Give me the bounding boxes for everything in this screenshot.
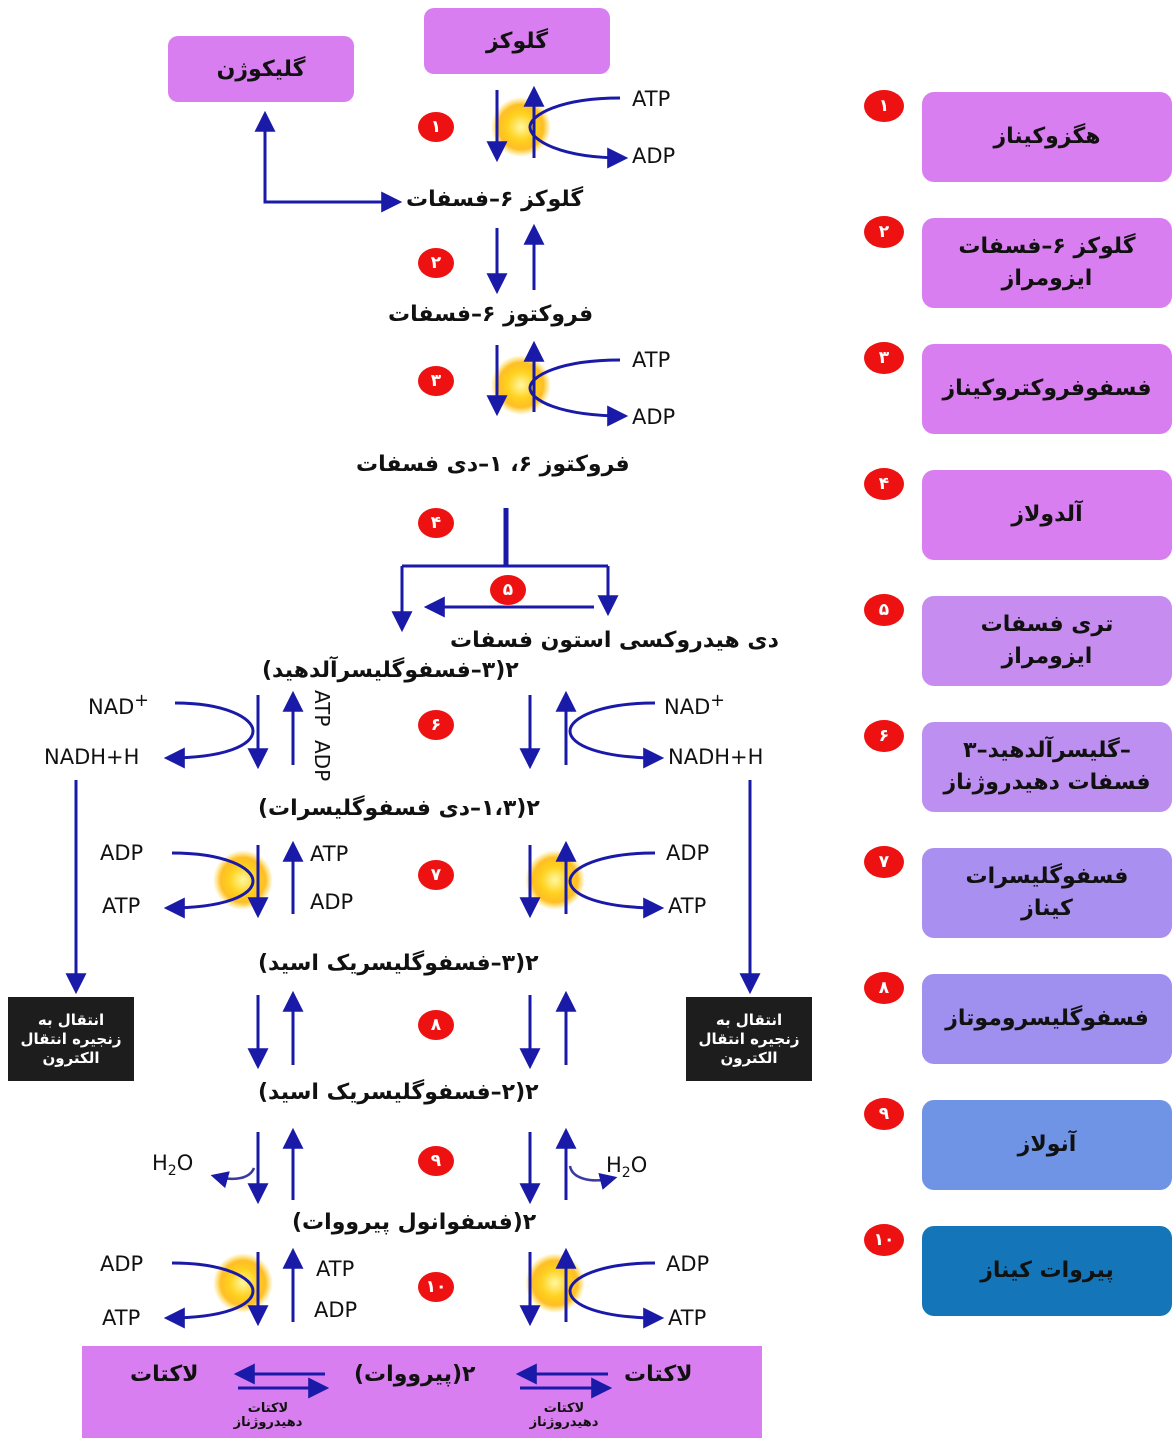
adp-label: ADP [100, 1252, 144, 1276]
adp-label: ADP [100, 841, 144, 865]
water-label-right: H2O [606, 1153, 648, 1182]
step-badge-3: ۳ [418, 366, 454, 396]
adp-label: ADP [666, 1252, 710, 1276]
lactate-right: لاکتات [624, 1362, 693, 1387]
enzyme-step-badge-7: ۷ [864, 846, 904, 878]
enzyme-box-8: فسفوگلیسروموتاز [922, 974, 1172, 1064]
atp-label: ATP [316, 1257, 355, 1281]
adp-label: ADP [632, 405, 676, 429]
enzyme-step-badge-10: ۱۰ [864, 1224, 904, 1256]
enzyme-step-badge-6: ۶ [864, 720, 904, 752]
electron-transport-box-right: انتقال به زنجیره انتقال الکترون [686, 997, 812, 1081]
atp-label: ATP [102, 894, 141, 918]
enzyme-step-badge-3: ۳ [864, 342, 904, 374]
atp-label: ATP [632, 87, 671, 111]
adp-vertical-label: ADP [310, 740, 334, 782]
pg3-label: ۲(۳–فسفوگلیسریک اسید) [258, 951, 539, 976]
enzyme-box-6: گلیسرآلدهید–۳– فسفات دهیدروژناز [922, 722, 1172, 812]
dhap-label: دی هیدروکسی استون فسفات [450, 628, 779, 653]
atp-label: ATP [632, 348, 671, 372]
step-badge-6: ۶ [418, 710, 454, 740]
sun-icon [525, 850, 585, 910]
atp-vertical-label: ATP [310, 690, 334, 727]
atp-label: ATP [310, 842, 349, 866]
step-badge-2: ۲ [418, 248, 454, 278]
nad-label-left: NAD+ [88, 691, 149, 719]
pyruvate-label: ۲(پیرووات) [354, 1362, 476, 1387]
step-badge-10: ۱۰ [418, 1272, 454, 1302]
step-badge-8: ۸ [418, 1010, 454, 1040]
pyruvate-lactate-panel [82, 1346, 762, 1438]
enzyme-step-badge-2: ۲ [864, 216, 904, 248]
step-badge-7: ۷ [418, 860, 454, 890]
adp-label: ADP [666, 841, 710, 865]
ldh-label-left: لاکتات دهیدروژناز [233, 1401, 303, 1430]
step-badge-9: ۹ [418, 1146, 454, 1176]
glycogen-box: گلیکوژن [168, 36, 354, 102]
enzyme-box-1: هگزوکیناز [922, 92, 1172, 182]
step-badge-4: ۴ [418, 508, 454, 538]
reaction-arrows [65, 85, 761, 1329]
adp-label: ADP [314, 1298, 358, 1322]
atp-label: ATP [102, 1306, 141, 1330]
pep-label: ۲(فسفوانول پیرووات) [292, 1210, 537, 1235]
atp-label: ATP [668, 1306, 707, 1330]
f16bp-label: فروکتوز ۶، ۱–دی فسفات [356, 452, 630, 477]
adp-label: ADP [310, 890, 354, 914]
enzyme-box-10: پیروات کیناز [922, 1226, 1172, 1316]
lactate-left: لاکتات [130, 1362, 199, 1387]
ldh-label-right: لاکتات دهیدروژناز [529, 1401, 599, 1430]
nadh-label-right: NADH+H [668, 745, 764, 769]
nadh-label-left: NADH+H [44, 745, 140, 769]
g3p-label: ۲(۳–فسفوگلیسرآلدهید) [262, 658, 519, 683]
electron-transport-box-left: انتقال به زنجیره انتقال الکترون [8, 997, 134, 1081]
enzyme-step-badge-1: ۱ [864, 90, 904, 122]
g6p-label: گلوکز ۶–فسفات [406, 187, 584, 212]
adp-label: ADP [632, 144, 676, 168]
atp-label: ATP [668, 894, 707, 918]
step-badge-1: ۱ [418, 112, 454, 142]
f6p-label: فروکتوز ۶–فسفات [388, 302, 594, 327]
enzyme-box-4: آلدولاز [922, 470, 1172, 560]
enzyme-box-5: تری فسفات ایزومراز [922, 596, 1172, 686]
glucose-box: گلوکز [424, 8, 610, 74]
enzyme-step-badge-5: ۵ [864, 594, 904, 626]
bpg-label: ۲(۱،۳–دی فسفوگلیسرات) [258, 796, 540, 821]
enzyme-step-badge-4: ۴ [864, 468, 904, 500]
water-label-left: H2O [152, 1151, 194, 1180]
enzyme-box-7: فسفوگلیسرات کیناز [922, 848, 1172, 938]
step-badge-5: ۵ [490, 575, 526, 605]
nad-label-right: NAD+ [664, 691, 725, 719]
enzyme-box-2: گلوکز ۶–فسفات ایزومراز [922, 218, 1172, 308]
pg2-label: ۲(۲–فسفوگلیسریک اسید) [258, 1080, 539, 1105]
enzyme-box-3: فسفوفروکتروکیناز [922, 344, 1172, 434]
enzyme-step-badge-9: ۹ [864, 1098, 904, 1130]
enzyme-step-badge-8: ۸ [864, 972, 904, 1004]
enzyme-box-9: آنولاز [922, 1100, 1172, 1190]
